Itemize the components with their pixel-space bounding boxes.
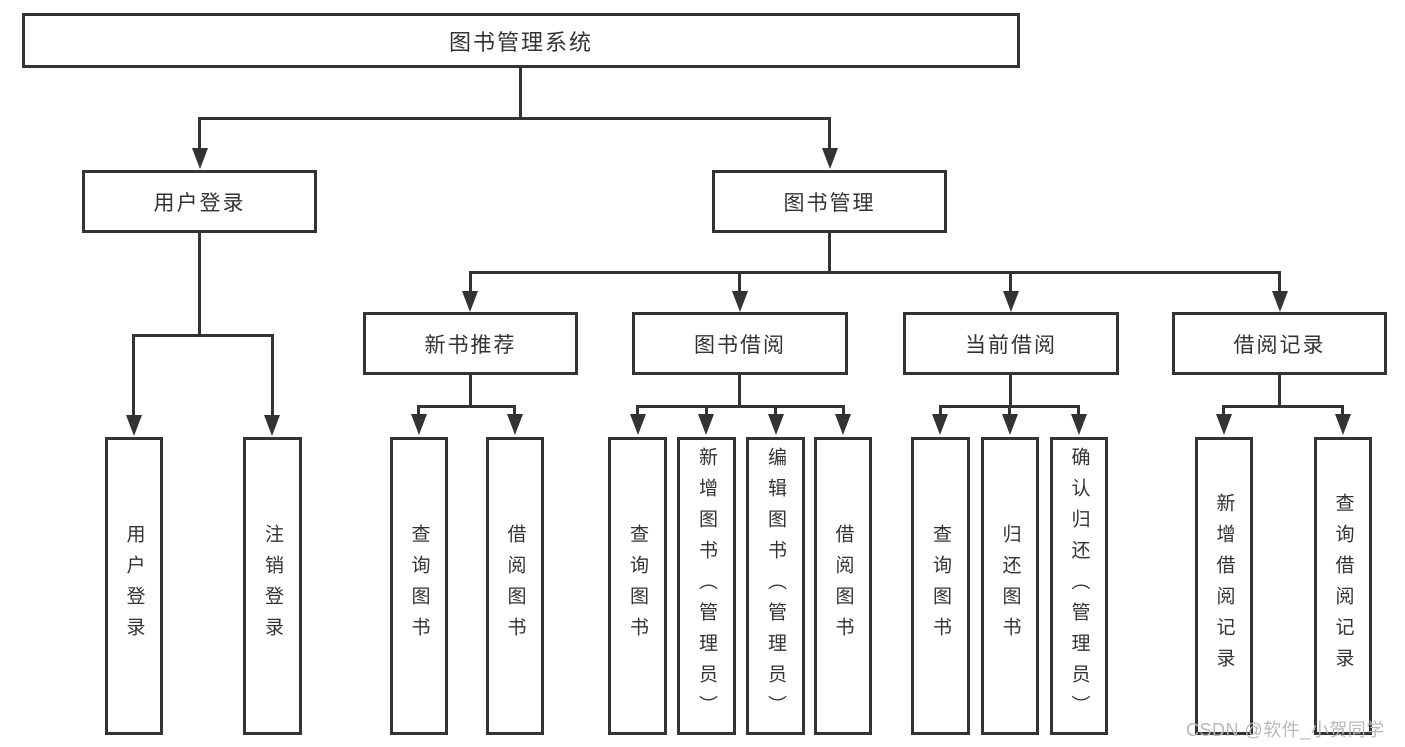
connector-line [469, 271, 472, 293]
arrowhead-down-icon [462, 291, 478, 312]
connector-line [738, 271, 741, 293]
node-new-books-label: 新书推荐 [424, 333, 517, 357]
connector-line [1009, 375, 1012, 408]
leaf-current-query: 查询图书 [911, 437, 970, 735]
arrowhead-down-icon [1002, 414, 1018, 435]
connector-line [842, 405, 845, 416]
connector-line [1222, 405, 1344, 408]
arrowhead-down-icon [1003, 291, 1019, 312]
connector-line [1009, 271, 1012, 293]
connector-line [198, 117, 831, 120]
node-user-login-label: 用户登录 [153, 191, 246, 215]
node-book-mgmt-label: 图书管理 [783, 191, 876, 215]
connector-line [828, 117, 831, 151]
connector-line [1278, 375, 1281, 408]
arrowhead-down-icon [411, 414, 427, 435]
leaf-borrow-borrow: 借阅图书 [814, 437, 872, 735]
node-book-borrow-label: 图书借阅 [694, 333, 786, 357]
leaf-user-login-label: 用户登录 [123, 524, 145, 648]
node-user-login: 用户登录 [82, 170, 317, 233]
connector-line [271, 334, 274, 417]
connector-line [705, 405, 708, 416]
leaf-borrow-edit-label: 编辑图书（管理员） [765, 446, 786, 726]
leaf-newbooks-borrow-label: 借阅图书 [504, 524, 526, 648]
arrowhead-down-icon [192, 148, 208, 169]
leaf-borrow-add-label: 新增图书（管理员） [696, 446, 717, 726]
connector-line [939, 405, 942, 416]
connector-line [198, 117, 201, 151]
leaf-current-confirm-label: 确认归还（管理员） [1068, 446, 1090, 726]
watermark: CSDN @软件_小贺同学 [1186, 720, 1385, 740]
connector-line [198, 233, 201, 337]
node-current-borrow-label: 当前借阅 [965, 333, 1057, 357]
leaf-current-return-label: 归还图书 [999, 524, 1021, 648]
connector-line [469, 375, 472, 408]
node-current-borrow: 当前借阅 [903, 312, 1119, 375]
connector-line [738, 375, 741, 408]
leaf-newbooks-query-label: 查询图书 [408, 524, 430, 648]
leaf-newbooks-borrow: 借阅图书 [486, 437, 544, 735]
connector-line [1222, 405, 1225, 416]
leaf-borrow-edit: 编辑图书（管理员） [746, 437, 805, 735]
arrowhead-down-icon [1335, 414, 1351, 435]
node-borrow-records: 借阅记录 [1172, 312, 1387, 375]
connector-line [636, 405, 639, 416]
arrowhead-down-icon [768, 414, 784, 435]
leaf-borrow-borrow-label: 借阅图书 [832, 524, 854, 648]
connector-line [519, 68, 522, 119]
node-book-mgmt: 图书管理 [712, 170, 947, 233]
connector-line [1278, 271, 1281, 293]
node-root: 图书管理系统 [22, 13, 1020, 68]
node-book-borrow: 图书借阅 [632, 312, 848, 375]
arrowhead-down-icon [264, 415, 280, 436]
leaf-borrow-query: 查询图书 [608, 437, 667, 735]
leaf-borrow-add: 新增图书（管理员） [677, 437, 736, 735]
leaf-newbooks-query: 查询图书 [390, 437, 448, 735]
connector-line [828, 233, 831, 274]
leaf-logout-label: 注销登录 [262, 524, 283, 648]
connector-line [1341, 405, 1344, 416]
arrowhead-down-icon [932, 414, 948, 435]
connector-line [1008, 405, 1011, 416]
connector-line [636, 405, 845, 408]
leaf-current-return: 归还图书 [981, 437, 1039, 735]
leaf-logout: 注销登录 [243, 437, 302, 735]
arrowhead-down-icon [1071, 414, 1087, 435]
leaf-records-add: 新增借阅记录 [1195, 437, 1253, 735]
connector-line [132, 334, 135, 417]
leaf-borrow-query-label: 查询图书 [627, 524, 648, 648]
arrowhead-down-icon [732, 291, 748, 312]
arrowhead-down-icon [698, 414, 714, 435]
arrowhead-down-icon [126, 415, 142, 436]
leaf-current-query-label: 查询图书 [930, 524, 951, 648]
arrowhead-down-icon [835, 414, 851, 435]
arrowhead-down-icon [822, 148, 838, 169]
connector-line [469, 271, 1281, 274]
leaf-records-query: 查询借阅记录 [1314, 437, 1372, 735]
leaf-records-query-label: 查询借阅记录 [1332, 493, 1354, 679]
arrowhead-down-icon [630, 414, 646, 435]
node-new-books: 新书推荐 [363, 312, 578, 375]
arrowhead-down-icon [507, 414, 523, 435]
node-borrow-records-label: 借阅记录 [1233, 333, 1326, 357]
leaf-user-login: 用户登录 [105, 437, 163, 735]
connector-line [417, 405, 516, 408]
connector-line [1077, 405, 1080, 416]
connector-line [774, 405, 777, 416]
connector-line [132, 334, 274, 337]
arrowhead-down-icon [1216, 414, 1232, 435]
connector-line [417, 405, 420, 416]
connector-line [513, 405, 516, 416]
node-root-label: 图书管理系统 [448, 29, 593, 55]
arrowhead-down-icon [1272, 291, 1288, 312]
leaf-current-confirm: 确认归还（管理员） [1050, 437, 1108, 735]
leaf-records-add-label: 新增借阅记录 [1213, 493, 1235, 679]
